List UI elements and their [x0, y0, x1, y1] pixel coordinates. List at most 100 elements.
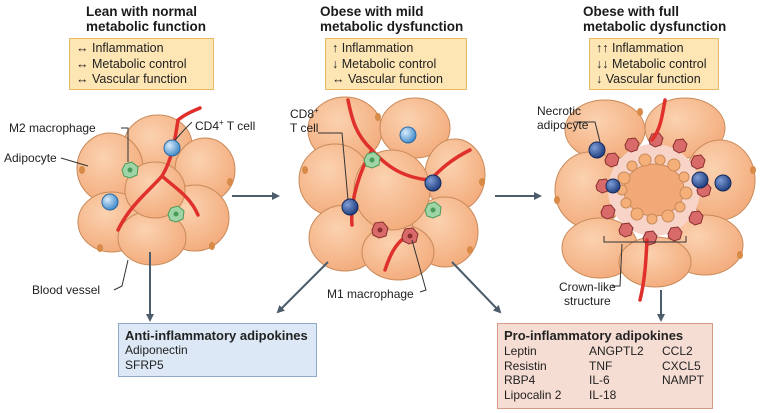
cd8-t-cells [588, 141, 732, 194]
stage-2-marker-inflammation: ↑ Inflammation [332, 41, 460, 57]
crown-line1: Crown-like [559, 280, 616, 294]
cd4-sup: + [219, 118, 224, 127]
mild-blood-vessel [346, 98, 472, 272]
pro-item: CCL2 [662, 344, 693, 358]
stage-2-title-line1: Obese with mild [320, 4, 424, 19]
lean-cells [101, 139, 185, 223]
pro-inflammatory-panel: Pro-inflammatory adipokines Leptin Resis… [497, 323, 713, 409]
necrotic-adipocyte [616, 153, 693, 225]
marker-text: Inflammation [91, 41, 164, 55]
pro-item: Leptin [504, 344, 537, 358]
marker-text: Inflammation [341, 41, 414, 55]
up-arrow-icon: ↑ [332, 41, 339, 55]
cd8-t-cell [424, 174, 442, 192]
adipocyte [618, 236, 692, 288]
double-up-arrow-icon: ↑↑ [596, 41, 609, 55]
cd8-sup: + [314, 106, 319, 115]
pro-item: CXCL5 [662, 358, 701, 373]
pro-item: RBP4 [504, 373, 536, 387]
unchanged-arrow-icon: ↔ [76, 56, 89, 71]
cd4-t-cell [399, 126, 417, 144]
cd4-text: CD4 [195, 119, 220, 133]
leader-lines [60, 121, 623, 293]
crown-like-structure-label: Crown-like structure [559, 280, 616, 308]
anti-inflammatory-title: Anti-inflammatory adipokines [125, 328, 308, 343]
double-down-arrow-icon: ↓↓ [596, 56, 609, 71]
cd8-t-cell-label: CD8+ T cell [290, 104, 319, 135]
arrow-mild-to-pro [451, 261, 502, 314]
unchanged-arrow-icon: ↔ [332, 72, 345, 86]
pro-item: NAMPT [662, 373, 704, 387]
stage-2-marker-box: ↑ Inflammation ↓ Metabolic control ↔ Vas… [325, 38, 467, 90]
full-blood-vessel [638, 98, 667, 302]
stage-1-title: Lean with normal metabolic function [86, 4, 206, 34]
marker-text: Vascular function [91, 72, 187, 86]
mild-nuclei [302, 113, 485, 254]
stage-3-title: Obese with full metabolic dysfunction [583, 4, 726, 34]
stage-2-marker-metabolic: ↓ Metabolic control [332, 57, 460, 73]
m2-macrophage [363, 151, 381, 169]
pro-item: IL-6 [589, 373, 610, 387]
cd8-line2: T cell [290, 121, 319, 135]
pro-item: IL-18 [589, 387, 617, 402]
necrotic-line2: adipocyte [537, 118, 589, 132]
cd4-t-cell [163, 139, 181, 157]
marker-text: Inflammation [611, 41, 684, 55]
marker-text: Vascular function [347, 72, 443, 86]
crown-line2: structure [564, 294, 611, 308]
m2-macrophage [424, 201, 442, 219]
m1-macrophage-label: M1 macrophage [327, 287, 414, 301]
stage-3-marker-metabolic: ↓↓ Metabolic control [596, 57, 712, 73]
cd4-suffix: T cell [223, 119, 256, 133]
m1-macrophage [371, 221, 389, 239]
stage-3-marker-box: ↑↑ Inflammation ↓↓ Metabolic control ↓ V… [589, 38, 719, 90]
blood-vessel-label: Blood vessel [32, 283, 101, 297]
necrotic-adipocyte-label: Necrotic adipocyte [537, 104, 588, 132]
cd8-text: CD8 [290, 107, 315, 121]
lean-blood-vessel [116, 106, 202, 232]
marker-text: Metabolic control [341, 56, 437, 71]
adipocyte-label: Adipocyte [4, 151, 57, 165]
pro-item: ANGPTL2 [589, 344, 644, 358]
anti-item: SFRP5 [125, 357, 164, 372]
unchanged-arrow-icon: ↔ [76, 41, 89, 55]
stage-1-marker-vascular: ↔ Vascular function [76, 72, 207, 88]
pro-column-1: Leptin Resistin RBP4 Lipocalin 2 [504, 344, 561, 402]
stage-3-title-line1: Obese with full [583, 4, 680, 19]
m1-macrophage [401, 227, 419, 245]
stage-3-marker-inflammation: ↑↑ Inflammation [596, 41, 712, 57]
cd4-t-cell [101, 193, 119, 211]
stage-1-title-line2: metabolic function [86, 19, 207, 34]
stage-3-marker-vascular: ↓ Vascular function [596, 72, 712, 88]
m2-macrophage-label: M2 macrophage [9, 121, 96, 135]
pro-inflammatory-title: Pro-inflammatory adipokines [504, 328, 684, 343]
marker-text: Metabolic control [611, 56, 707, 71]
stage-3-title-line2: metabolic dysfunction [583, 19, 727, 34]
anti-item: Adiponectin [125, 343, 188, 357]
stage-1-marker-metabolic: ↔ Metabolic control [76, 57, 207, 73]
mild-tissue-cluster [298, 96, 486, 281]
pro-adipokine-grid: Leptin Resistin RBP4 Lipocalin 2 ANGPTL2… [504, 343, 706, 403]
stage-1-marker-box: ↔ Inflammation ↔ Metabolic control ↔ Vas… [69, 38, 214, 90]
down-arrow-icon: ↓ [332, 56, 339, 71]
arrow-mild-to-anti [276, 261, 329, 314]
stage-1-marker-inflammation: ↔ Inflammation [76, 41, 207, 57]
crown-like-structure [588, 132, 732, 246]
crown-bracket [603, 236, 687, 243]
stage-2-title-line2: metabolic dysfunction [320, 19, 464, 34]
lean-tissue-cluster [76, 114, 236, 266]
down-arrow-icon: ↓ [596, 72, 603, 86]
anti-inflammatory-panel: Anti-inflammatory adipokines Adiponectin… [118, 323, 317, 377]
m2-macrophage [167, 205, 185, 223]
stage-1-title-line1: Lean with normal [86, 4, 198, 19]
lean-nuclei [79, 166, 233, 252]
unchanged-arrow-icon: ↔ [76, 72, 89, 86]
stage-2-title: Obese with mild metabolic dysfunction [320, 4, 463, 34]
mild-cells [341, 126, 442, 245]
pro-column-3: CCL2 CXCL5 NAMPT [662, 344, 704, 388]
pro-item: Lipocalin 2 [504, 387, 562, 402]
marker-text: Vascular function [605, 72, 701, 86]
marker-text: Metabolic control [91, 56, 187, 71]
pro-column-2: ANGPTL2 TNF IL-6 IL-18 [589, 344, 644, 402]
cd8-t-cell [341, 198, 359, 216]
